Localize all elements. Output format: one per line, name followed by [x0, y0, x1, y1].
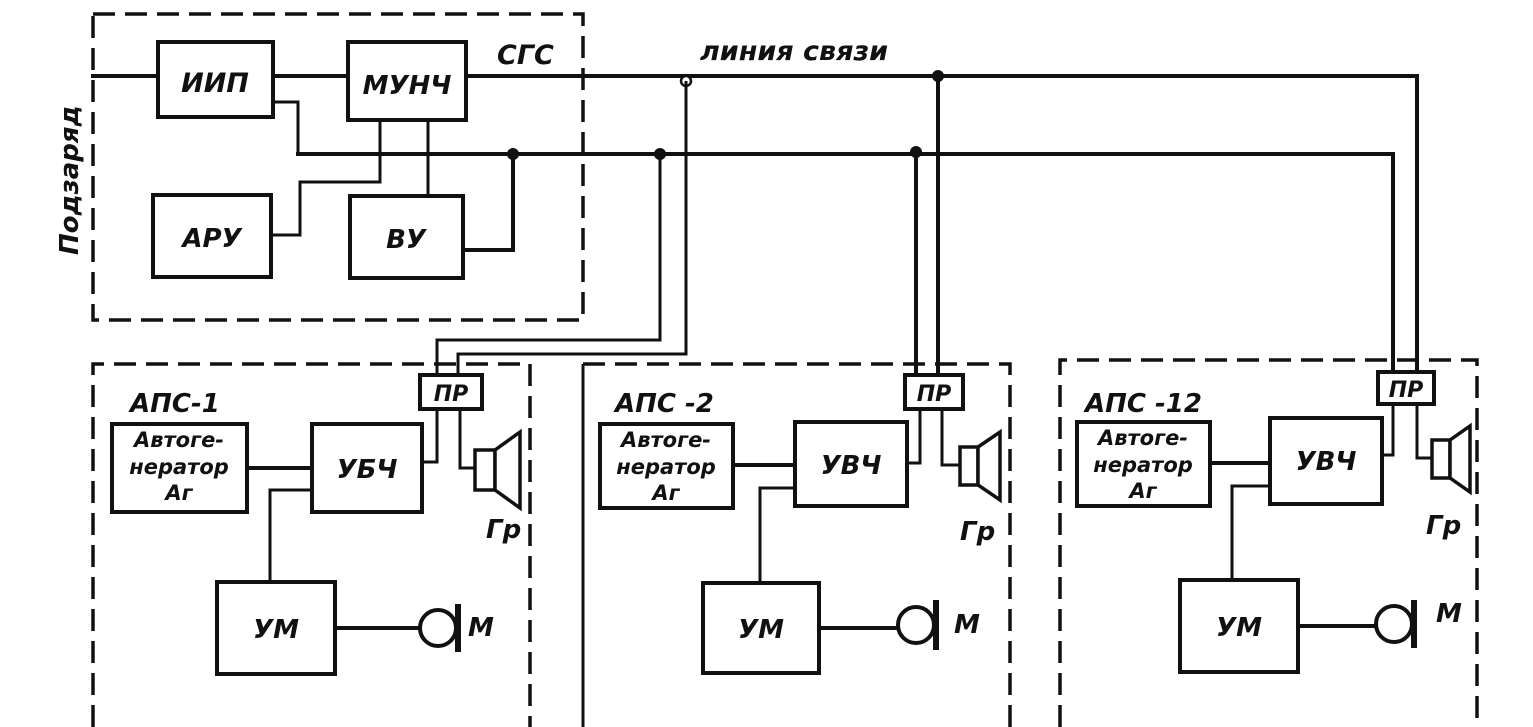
aps1-title: АПС-1	[128, 389, 220, 419]
vu-label: ВУ	[386, 225, 428, 255]
aps1-um-label: УМ	[253, 615, 299, 645]
iip-block	[156, 40, 275, 119]
charge-label: Подзаряд	[55, 105, 85, 255]
subscriber-station-12: АПС -12 Автоге- нератор Аг УВЧ УМ ПР Гр …	[1058, 358, 1479, 727]
aps12-speaker-icon	[1430, 422, 1472, 496]
aps2-title: АПС -2	[613, 389, 714, 419]
aps1-line-drop	[456, 81, 688, 375]
subscriber-station-2: АПС -2 Автоге- нератор Аг УВЧ УМ ПР Гр М	[583, 362, 1012, 727]
aps12-amp-block	[1268, 416, 1384, 506]
aps2-speaker-icon	[958, 428, 1002, 504]
aps2-mic-label: М	[954, 610, 980, 640]
aps12-mic-label: М	[1436, 599, 1462, 629]
aps12-frame	[1058, 358, 1479, 727]
sgs-label: СГС	[497, 40, 554, 71]
aps12-amp-to-um-line	[1230, 484, 1270, 580]
aps2-autogenerator-line1: Автоге-	[619, 428, 711, 452]
aps12-autogenerator-line2: нератор	[1093, 453, 1193, 477]
aps2-pr-to-speaker-line	[940, 409, 960, 467]
aps1-pr-block	[418, 373, 484, 411]
aps2-autogenerator-block	[598, 422, 735, 510]
aps12-microphone-icon	[1374, 600, 1417, 648]
aps1-pr-label: ПР	[434, 382, 469, 407]
vu-block	[348, 194, 465, 280]
aps2-amp-to-um-line	[758, 486, 795, 583]
aru-block	[151, 193, 273, 279]
aps12-pr-block	[1376, 370, 1436, 406]
aps12-amp-label: УВЧ	[1296, 447, 1357, 477]
aps12-title: АПС -12	[1083, 389, 1202, 419]
aps1-bus-drop	[435, 154, 662, 375]
aps12-autogenerator-line3: Аг	[1127, 479, 1157, 503]
aps1-speaker-label: Гр	[486, 515, 521, 545]
aps1-mic-label: М	[468, 613, 494, 643]
munch-block	[346, 40, 468, 122]
aps1-amp-to-pr-line	[422, 409, 439, 464]
aps1-microphone-icon	[418, 604, 461, 652]
aps2-amp-label: УВЧ	[821, 451, 882, 481]
aps1-autogenerator-line1: Автоге-	[132, 428, 224, 452]
munch-to-aru-line	[271, 120, 382, 237]
aps1-frame	[91, 362, 532, 727]
aps1-autogenerator-line3: Аг	[163, 481, 193, 505]
aps2-microphone-icon	[896, 600, 939, 650]
bus-junction-dot-1	[507, 148, 519, 160]
central-station-frame	[91, 12, 585, 322]
aps12-speaker-label: Гр	[1426, 511, 1461, 541]
munch-label: МУНЧ	[363, 71, 452, 101]
line-label: линия связи	[700, 36, 888, 67]
aps12-um-block	[1178, 578, 1300, 674]
aps12-pr-to-speaker-line	[1415, 404, 1432, 460]
aps12-autogenerator-line1: Автоге-	[1096, 426, 1188, 450]
communication-lines: линия связи	[296, 36, 1419, 377]
aps2-amp-to-pr-line	[907, 409, 922, 465]
aps2-pr-label: ПР	[917, 382, 952, 407]
central-station: ИИП МУНЧ АРУ ВУ СГС Подзаряд	[55, 12, 585, 322]
aps1-amp-to-um-line	[268, 488, 312, 582]
subscriber-station-1: АПС-1 Автоге- нератор Аг УБЧ УМ ПР Гр М	[91, 362, 532, 727]
aps2-pr-block	[903, 373, 965, 411]
iip-label: ИИП	[181, 68, 249, 99]
aps12-autogenerator-block	[1075, 420, 1212, 508]
aps2-autogenerator-line3: Аг	[650, 481, 680, 505]
aps2-speaker-label: Гр	[960, 517, 995, 547]
aps1-speaker-icon	[473, 428, 522, 512]
aps1-autogenerator-line2: нератор	[129, 455, 229, 479]
aru-label: АРУ	[180, 224, 243, 254]
aps1-amp-label: УБЧ	[337, 455, 398, 485]
vu-to-bus-line	[461, 152, 515, 252]
aps2-frame	[583, 362, 1012, 727]
iip-to-bus-line	[273, 100, 300, 152]
aps2-autogenerator-line2: нератор	[616, 455, 716, 479]
aps12-amp-to-pr-line	[1382, 404, 1395, 457]
aps2-um-label: УМ	[738, 615, 784, 645]
aps1-pr-to-speaker-line	[458, 409, 475, 470]
aps12-um-label: УМ	[1216, 613, 1262, 643]
aps12-pr-label: ПР	[1389, 378, 1424, 403]
aps1-amp-block	[310, 422, 424, 514]
